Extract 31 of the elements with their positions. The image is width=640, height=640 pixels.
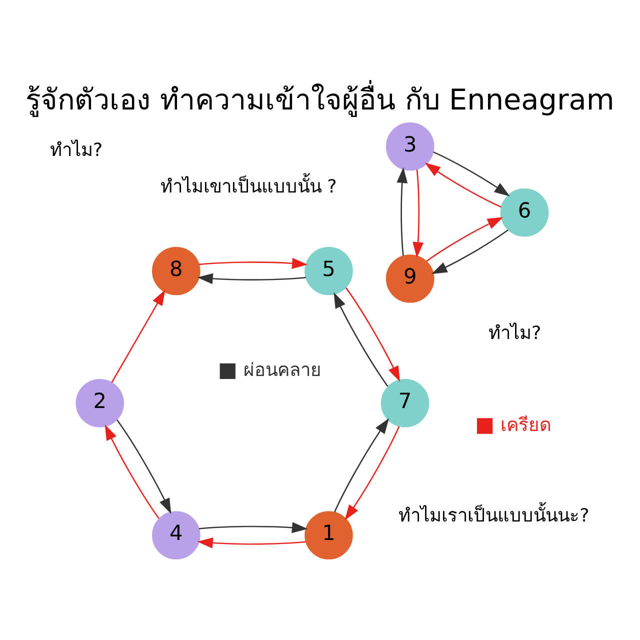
- arrow: [396, 167, 408, 256]
- node-circle: 9: [386, 254, 434, 303]
- node-circle: 2: [76, 379, 124, 428]
- arrow: [433, 151, 510, 196]
- node-circle: 7: [380, 379, 430, 428]
- arrow: [334, 292, 388, 387]
- arrow: [424, 162, 502, 208]
- arrow: [198, 522, 308, 534]
- label: ทำไม?: [488, 322, 542, 344]
- legend-label: เครียด: [500, 414, 552, 436]
- arrow: [111, 290, 166, 383]
- diagram-title: รู้จักตัวเอง ทำความเข้าใจผู้อื่น กับ Enneagram: [26, 82, 614, 116]
- arrow: [334, 418, 390, 512]
- node-circle: 8: [152, 246, 200, 296]
- arrow: [198, 258, 308, 269]
- node-circle: 5: [304, 246, 353, 296]
- arrow: [197, 537, 306, 548]
- node-circle: 6: [500, 188, 549, 237]
- node-circle: 4: [152, 511, 200, 560]
- label: ทำไม?: [50, 140, 103, 162]
- arrow: [344, 426, 400, 520]
- node-circle: 3: [386, 122, 434, 171]
- arrow: [412, 169, 424, 258]
- arrow: [104, 424, 160, 519]
- arrow: [197, 273, 306, 284]
- arrow: [431, 229, 508, 274]
- arrow: [116, 420, 172, 514]
- arrow: [345, 287, 400, 382]
- arrow: [426, 217, 504, 262]
- node-circle: 1: [304, 511, 353, 560]
- legend-label: ผ่อนคลาย: [243, 360, 322, 381]
